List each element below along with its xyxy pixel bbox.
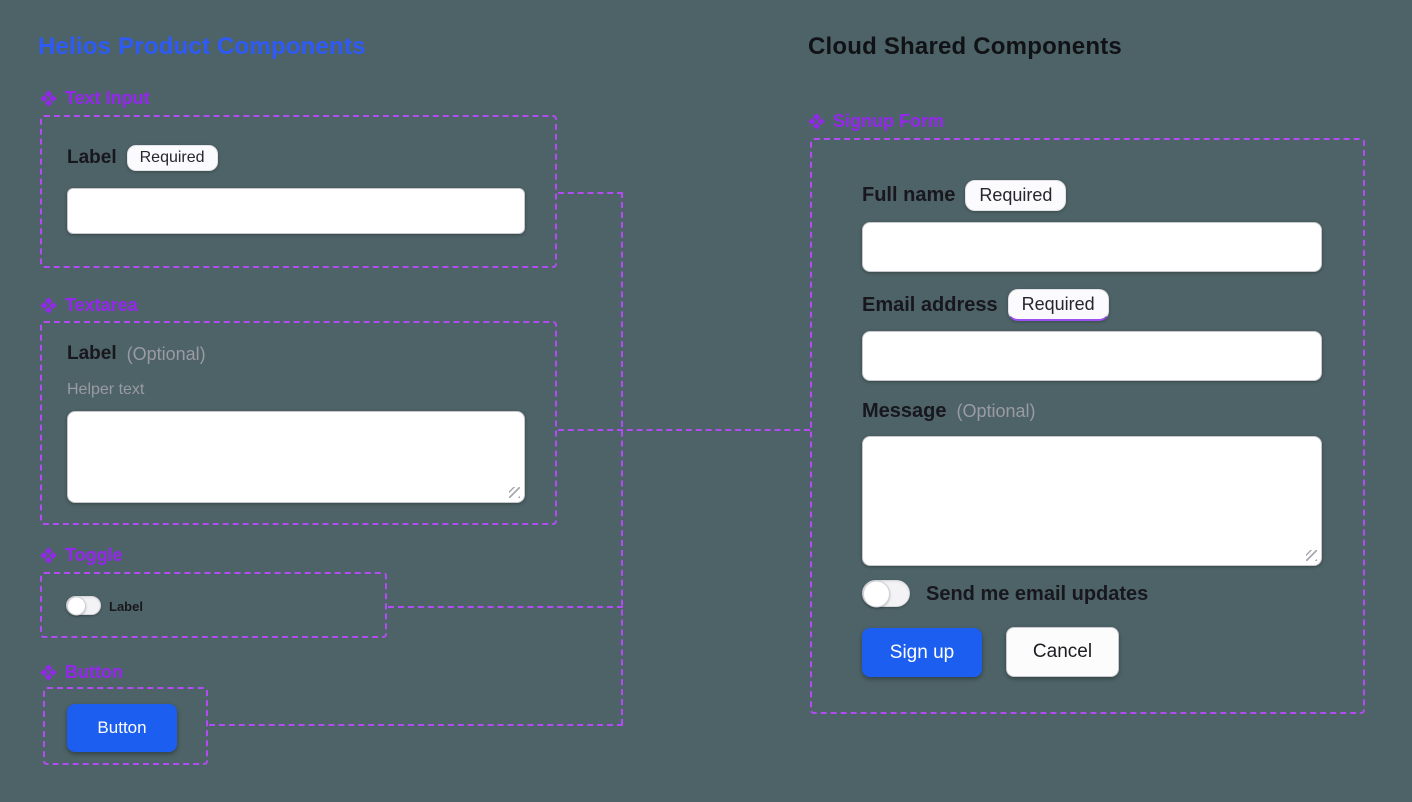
required-badge: Required [126, 145, 218, 171]
connector-toggle [388, 606, 623, 608]
section-header-button: Button [40, 662, 123, 683]
toggle-knob[interactable] [67, 596, 86, 615]
textarea-label: Label [67, 343, 117, 364]
toggle-switch[interactable] [66, 596, 101, 615]
cancel-button[interactable]: Cancel [1006, 627, 1119, 677]
email-label: Email address [862, 293, 998, 316]
toggle-knob[interactable] [863, 580, 890, 607]
resize-handle-icon[interactable] [509, 487, 520, 498]
connector-trunk [621, 192, 623, 725]
section-header-label: Signup Form [833, 111, 944, 131]
email-updates-label: Send me email updates [926, 583, 1149, 605]
textarea-helper-text: Helper text [67, 381, 145, 398]
text-input-label: Label [67, 147, 117, 168]
section-header-textarea: Textarea [40, 295, 138, 316]
component-diamond-icon [40, 297, 57, 314]
section-header-label: Button [65, 662, 123, 682]
required-badge: Required [965, 180, 1067, 211]
text-input-label-row: Label Required [67, 145, 218, 171]
section-header-text-input: Text Input [40, 88, 150, 109]
button-component-frame [43, 687, 208, 765]
component-button[interactable]: Button [67, 704, 177, 752]
signup-form-frame [810, 138, 1365, 714]
text-input-component-frame [40, 115, 557, 268]
email-updates-toggle[interactable] [862, 580, 910, 607]
optional-suffix: (Optional) [126, 343, 206, 364]
text-input-field[interactable] [67, 188, 525, 234]
toggle-label: Label [109, 599, 143, 614]
email-label-row: Email address Required [862, 289, 1109, 321]
textarea-label-row: Label (Optional) [67, 343, 206, 365]
message-label: Message [862, 400, 947, 422]
connector-button [209, 724, 623, 726]
optional-suffix: (Optional) [956, 401, 1036, 421]
component-diamond-icon [40, 664, 57, 681]
section-header-label: Textarea [65, 295, 138, 315]
connector-textarea-to-form [558, 429, 810, 431]
sign-up-button[interactable]: Sign up [862, 628, 982, 677]
required-badge: Required [1007, 289, 1109, 321]
resize-handle-icon[interactable] [1306, 550, 1317, 561]
message-label-row: Message (Optional) [862, 400, 1036, 423]
section-header-label: Text Input [65, 88, 150, 108]
section-header-label: Toggle [65, 545, 123, 565]
full-name-label: Full name [862, 184, 956, 206]
left-panel-title: Helios Product Components [38, 33, 366, 60]
full-name-input[interactable] [862, 222, 1322, 272]
email-input[interactable] [862, 331, 1322, 381]
connector-text-input [558, 192, 623, 194]
component-diamond-icon [808, 113, 825, 130]
section-header-signup-form: Signup Form [808, 111, 944, 132]
message-textarea[interactable] [862, 436, 1322, 566]
textarea-field[interactable] [67, 411, 525, 503]
full-name-label-row: Full name Required [862, 180, 1067, 211]
component-diamond-icon [40, 547, 57, 564]
toggle-component-frame [40, 572, 387, 638]
right-panel-title: Cloud Shared Components [808, 33, 1122, 60]
textarea-component-frame [40, 321, 557, 525]
section-header-toggle: Toggle [40, 545, 123, 566]
component-diamond-icon [40, 90, 57, 107]
